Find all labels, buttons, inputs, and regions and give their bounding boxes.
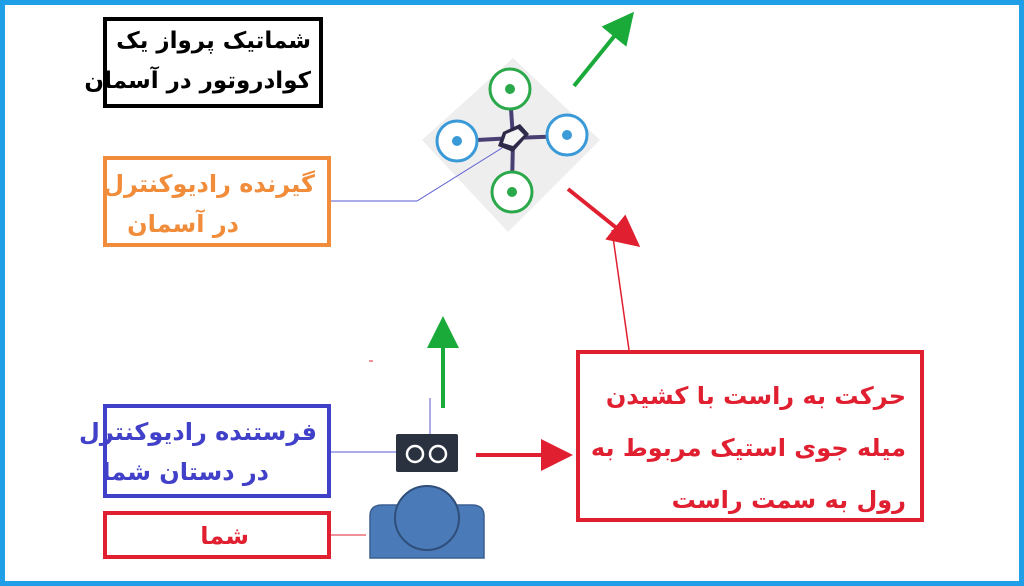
action-line-1: حرکت به راست با کشیدن [605, 382, 906, 410]
action-line-2: میله جوی استیک مربوط به [590, 434, 906, 462]
red-arrow-down-right [566, 187, 641, 248]
you-label-box: شما [103, 511, 331, 559]
flight-controller-body [498, 124, 529, 152]
receiver-line-2: در آسمان [127, 210, 239, 238]
quadcopter-diagram [422, 58, 600, 232]
action-connector [611, 229, 630, 351]
receiver-connector [331, 147, 503, 202]
gamepad-icon [396, 434, 458, 472]
rotor-right [545, 113, 589, 157]
receiver-label-box: گیرنده رادیوکنترل در آسمان [103, 156, 331, 247]
title-line-2: کوادروتور در آسمان [84, 68, 311, 94]
transmitter-line-2: در دستان شما [102, 458, 269, 486]
title-line-1: شماتیک پرواز یک [116, 28, 311, 54]
green-arrow-up-right [572, 11, 635, 88]
transmitter-label-box: فرستنده رادیوکنترل در دستان شما [79, 404, 331, 498]
action-line-3: رول به سمت راست [671, 486, 906, 514]
rotor-left [435, 119, 479, 163]
action-description-box: حرکت به راست با کشیدن میله جوی استیک مرب… [576, 350, 924, 522]
rotor-bottom [490, 170, 534, 214]
you-label: شما [200, 522, 249, 550]
transmitter-line-1: فرستنده رادیوکنترل [79, 418, 317, 446]
diagram-title: شماتیک پرواز یک کوادروتور در آسمان [84, 17, 323, 108]
person-icon [369, 485, 485, 559]
rotor-top [488, 67, 532, 111]
receiver-line-1: گیرنده رادیوکنترل [103, 170, 315, 198]
